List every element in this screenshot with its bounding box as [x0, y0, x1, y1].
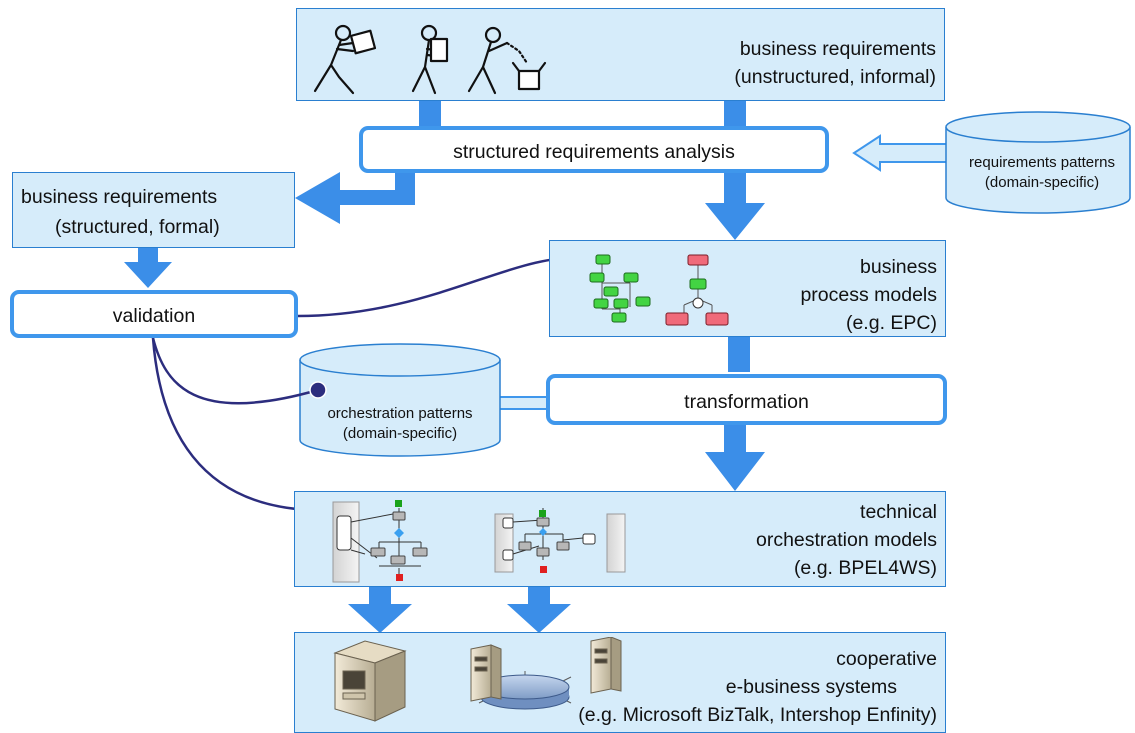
- cooperative-systems-line3: (e.g. Microsoft BizTalk, Intershop Enfin…: [578, 704, 937, 726]
- technical-orchestration-models-panel: technical orchestration models (e.g. BPE…: [294, 491, 946, 587]
- requirements-patterns-line2: (domain-specific): [984, 174, 1100, 191]
- business-requirements-informal-line2: (unstructured, informal): [734, 66, 936, 88]
- cooperative-systems-panel: cooperative e-business systems (e.g. Mic…: [294, 632, 946, 733]
- orchestration-patterns-label: orchestration patterns (domain-specific): [300, 404, 500, 444]
- stick-figures: [313, 24, 547, 95]
- business-process-models-line2: process models: [800, 284, 937, 306]
- business-requirements-informal-line1: business requirements: [739, 38, 936, 60]
- orchestration-patterns-line2: (domain-specific): [342, 425, 458, 442]
- flow-arrow: [295, 172, 415, 224]
- flow-arrow: [724, 101, 746, 126]
- server-icon: [333, 640, 407, 722]
- cooperative-systems-line2: e-business systems: [725, 676, 897, 698]
- structured-requirements-analysis-label: structured requirements analysis: [453, 141, 735, 163]
- validation-connector: [297, 256, 567, 318]
- business-requirements-formal-line2: (structured, formal): [55, 216, 220, 238]
- structured-requirements-analysis-box: structured requirements analysis: [359, 126, 829, 173]
- flow-arrow: [348, 587, 412, 633]
- flow-arrow: [507, 587, 571, 633]
- business-process-models-line1: business: [860, 256, 937, 278]
- business-requirements-formal-line1: business requirements: [21, 186, 218, 208]
- requirements-patterns-db: [945, 111, 1131, 214]
- transformation-box: transformation: [546, 374, 947, 425]
- technical-orchestration-models-line2: orchestration models: [755, 529, 937, 551]
- flow-arrow: [705, 173, 765, 240]
- technical-orchestration-models-line1: technical: [860, 501, 937, 523]
- bpel-diagram-icon: [332, 500, 626, 583]
- requirements-patterns-label: requirements patterns (domain-specific): [950, 153, 1134, 193]
- server-icons: [333, 637, 622, 722]
- orchestration-patterns-line1: orchestration patterns: [327, 405, 473, 422]
- business-process-models-panel: business process models (e.g. EPC): [549, 240, 946, 337]
- epc-diagram-icon: [589, 254, 729, 326]
- business-requirements-formal-panel: business requirements (structured, forma…: [12, 172, 295, 248]
- person-holding-paper-icon: [411, 24, 449, 95]
- transformation-label: transformation: [684, 391, 809, 413]
- business-process-models-line3: (e.g. EPC): [845, 312, 937, 334]
- requirements-patterns-line1: requirements patterns: [969, 154, 1115, 171]
- validation-box: validation: [10, 290, 298, 338]
- technical-orchestration-models-line3: (e.g. BPEL4WS): [793, 557, 937, 579]
- flow-arrow: [124, 248, 172, 288]
- flow-arrow: [728, 337, 750, 372]
- pattern-input-arrow: [852, 134, 951, 172]
- orchestration-patterns-db: [299, 343, 501, 457]
- person-carrying-box-icon: [313, 24, 377, 95]
- person-unpacking-box-icon: [467, 26, 547, 95]
- validation-label: validation: [112, 305, 196, 327]
- validation-connector: [151, 337, 311, 512]
- cooperative-systems-line1: cooperative: [836, 648, 937, 670]
- business-requirements-informal-panel: business requirements (unstructured, inf…: [296, 8, 945, 101]
- validation-connector: [151, 337, 319, 405]
- flow-arrow: [419, 101, 441, 126]
- networked-servers-icon: [470, 637, 622, 710]
- flow-arrow: [705, 424, 765, 491]
- connector-endpoint: [309, 381, 327, 399]
